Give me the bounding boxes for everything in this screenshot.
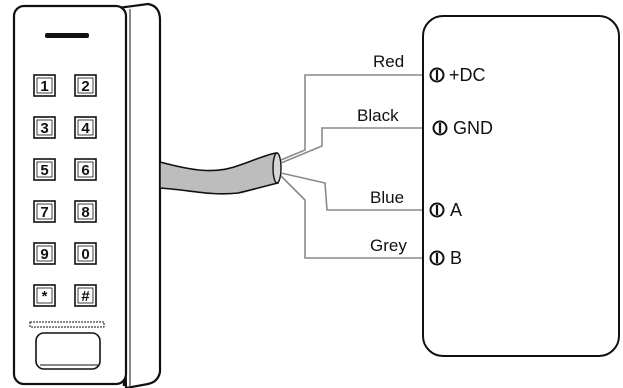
keypad-key-inner-frame [77,287,94,304]
keypad-key-label: 1 [40,78,48,95]
keypad-key-5[interactable]: 5 [33,158,56,181]
keypad-key-0[interactable]: 0 [74,242,97,265]
keypad-key-label: 3 [40,120,48,137]
keypad-key-label: 2 [81,78,89,95]
keypad-side-panel [116,2,162,388]
keypad-key-inner-frame [36,287,53,304]
keypad-key-inner-frame [36,119,53,136]
keypad-key-inner-frame [36,77,53,94]
keypad-key-frame [33,158,56,181]
keypad-key-inner-frame [77,161,94,178]
keypad-key-label: * [42,288,48,305]
keypad-key-frame [33,284,56,307]
keypad-key-frame [33,200,56,223]
cable-sheath [159,152,279,195]
keypad-key-star[interactable]: * [33,284,56,307]
keypad-key-inner-frame [77,119,94,136]
keypad-key-6[interactable]: 6 [74,158,97,181]
keypad-key-7[interactable]: 7 [33,200,56,223]
wire-label-grey: Grey [370,236,407,255]
keypad-key-frame [33,74,56,97]
keypad-key-inner-frame [77,203,94,220]
keypad-key-frame [74,74,97,97]
keypad-key-label: 4 [81,120,90,137]
keypad-key-label: 0 [81,246,89,263]
keypad-key-hash[interactable]: # [74,284,97,307]
terminal-b: B [429,248,462,268]
terminal-gnd: GND [432,118,493,138]
keypad-key-3[interactable]: 3 [33,116,56,139]
keypad-key-inner-frame [36,245,53,262]
keypad-key-frame [33,242,56,265]
keypad-device: 1 2 3 4 5 6 7 8 9 0 * # [12,2,162,388]
terminal-label-gnd: GND [453,118,493,138]
terminal-label-dc: +DC [449,65,486,85]
keypad-key-inner-frame [36,161,53,178]
wire-red [280,74,430,161]
keypad-key-label: 8 [81,204,89,221]
wire-black [280,127,435,164]
wire-label-red: Red [373,52,404,71]
keypad-reader-window [35,332,101,370]
keypad-hatched-strip [29,321,105,328]
keypad-key-4[interactable]: 4 [74,116,97,139]
wire-label-black: Black [357,106,399,125]
keypad-key-label: 6 [81,162,89,179]
keypad-key-frame [74,158,97,181]
cable [159,152,282,195]
keypad-key-frame [74,242,97,265]
keypad-key-inner-frame [77,245,94,262]
keypad-key-label: 5 [40,162,48,179]
keypad-keys: 1 2 3 4 5 6 7 8 9 0 * # [33,74,97,307]
keypad-key-inner-frame [77,77,94,94]
wire-grey [280,175,430,259]
controller-box [422,15,620,357]
cable-end [272,152,282,184]
keypad-key-label: 7 [40,204,48,221]
keypad-key-8[interactable]: 8 [74,200,97,223]
wire-label-blue: Blue [370,188,404,207]
terminal-label-a: A [450,200,462,220]
keypad-key-1[interactable]: 1 [33,74,56,97]
terminal-dc: +DC [429,65,486,85]
keypad-key-frame [74,200,97,223]
keypad-key-label: # [81,288,90,305]
keypad-key-9[interactable]: 9 [33,242,56,265]
keypad-key-label: 9 [40,246,48,263]
keypad-key-frame [74,284,97,307]
keypad-key-inner-frame [36,203,53,220]
keypad-speaker-slot [45,33,89,38]
terminal-a: A [429,200,462,220]
keypad-key-frame [74,116,97,139]
keypad-key-frame [33,116,56,139]
wire-blue [280,172,430,211]
wires [280,74,435,259]
keypad-key-2[interactable]: 2 [74,74,97,97]
terminal-label-b: B [450,248,462,268]
